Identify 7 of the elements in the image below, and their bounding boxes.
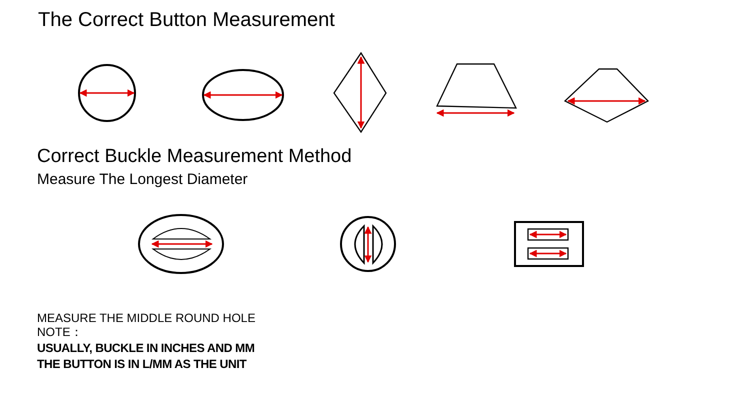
note-text: THE BUTTON IS IN L/MM AS THE UNIT (37, 357, 246, 372)
note-text: USUALLY, BUCKLE IN INCHES AND MM (37, 341, 255, 356)
note-heading: NOTE： (37, 325, 82, 340)
section-heading: Correct Buckle Measurement Method (37, 145, 352, 169)
subheading: Measure The Longest Diameter (37, 171, 248, 190)
note-text: MEASURE THE MIDDLE ROUND HOLE (37, 311, 256, 326)
title: The Correct Button Measurement (38, 8, 335, 33)
